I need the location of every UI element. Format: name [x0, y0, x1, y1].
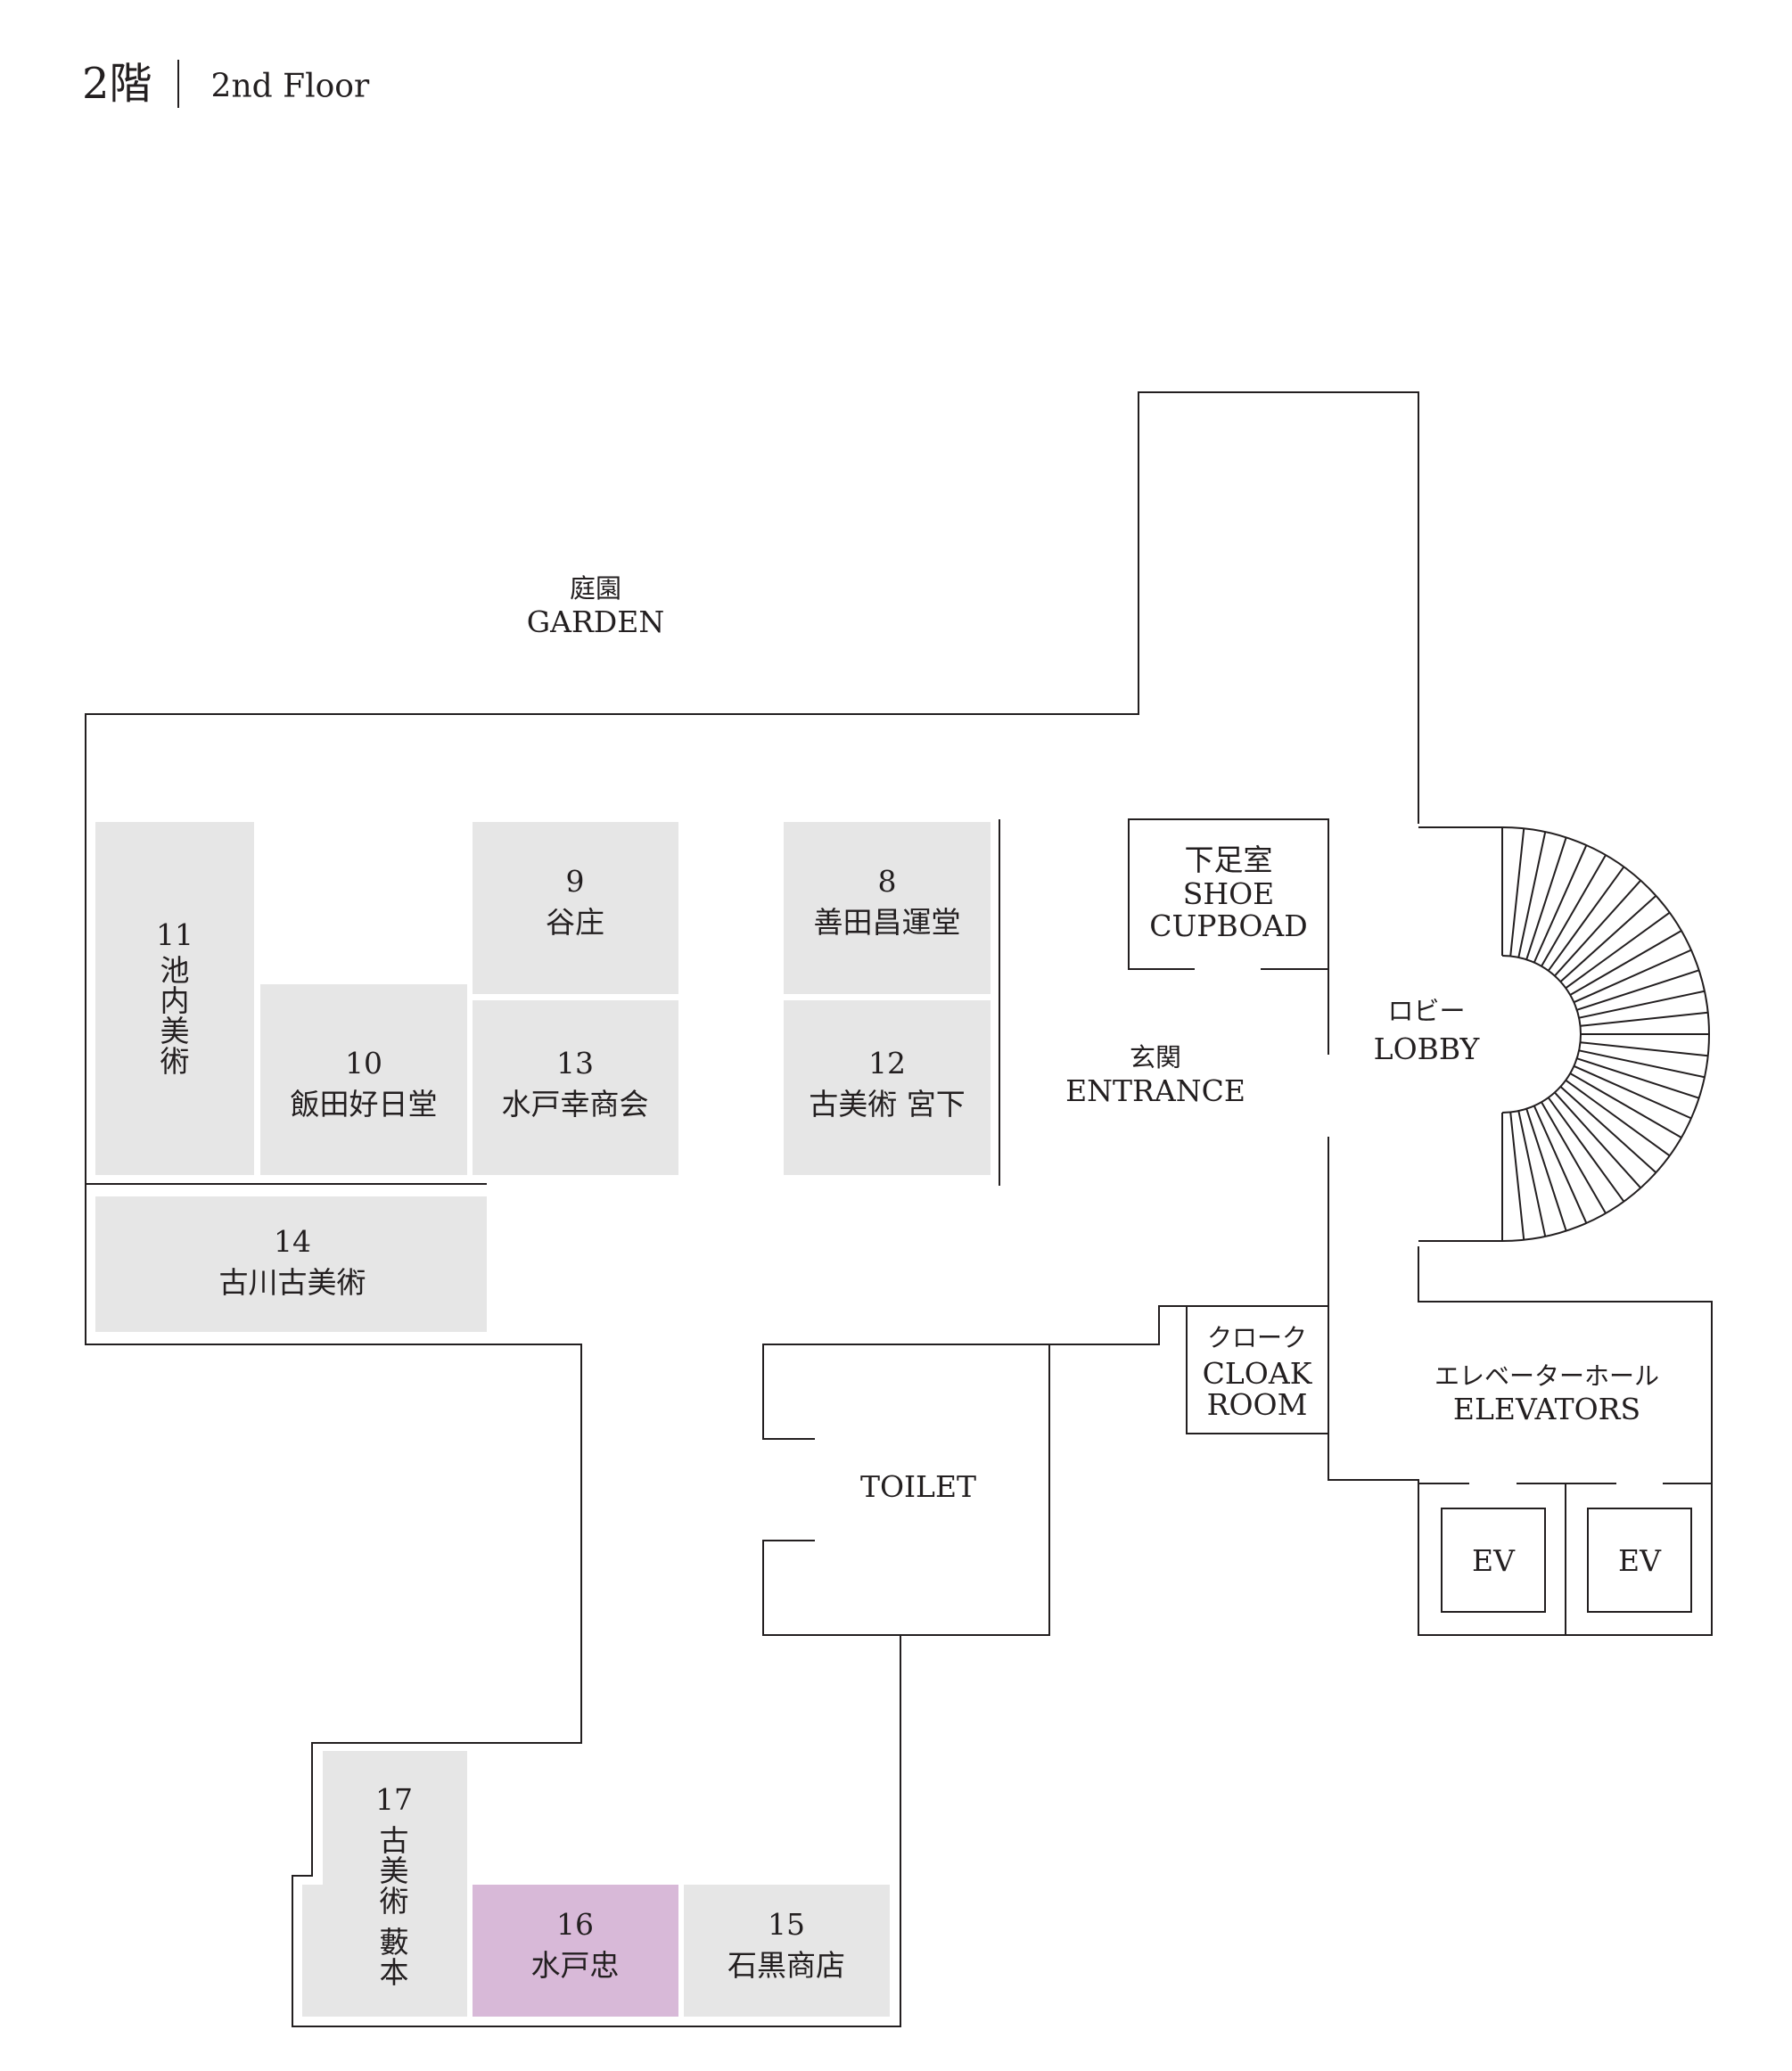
booth-14-name: 古川古美術 [219, 1265, 366, 1300]
elevators-label-jp: エレベーターホール [1434, 1361, 1659, 1391]
toilet-label: TOILET [860, 1469, 976, 1504]
stair-tread [1533, 844, 1588, 964]
cloak-label-jp: クローク [1207, 1323, 1307, 1352]
elevator-2[interactable] [1587, 1508, 1692, 1613]
booth-12-number: 12 [868, 1046, 906, 1081]
booth-15-name: 石黒商店 [727, 1948, 845, 1983]
booth-9-name: 谷庄 [546, 905, 604, 940]
stair-tread [1573, 1064, 1692, 1120]
stair-tread [1580, 1011, 1708, 1027]
stair-tread [1541, 854, 1607, 967]
booth-17-name-char: 美 [380, 1853, 409, 1888]
shoe-label-en2: CUPBOAD [1149, 908, 1307, 943]
booth-12[interactable]: 12 古美術 宮下 [784, 1000, 991, 1175]
stair-tread [1559, 1086, 1657, 1173]
booth-17-name-char: 古 [380, 1823, 409, 1858]
stair-tread [1517, 831, 1547, 958]
booth-16[interactable]: 16 水戸忠 [473, 1885, 678, 2017]
booth-13-number: 13 [556, 1046, 594, 1081]
elevator-1-label: EV [1472, 1543, 1516, 1578]
elevators-label-en: ELEVATORS [1453, 1392, 1640, 1426]
booth-13-name: 水戸幸商会 [502, 1087, 649, 1122]
garden-label-jp: 庭園 [570, 573, 621, 604]
garden-label-en: GARDEN [527, 604, 664, 639]
booth-8[interactable]: 8 善田昌運堂 [784, 822, 991, 994]
stair-tread [1509, 828, 1525, 957]
booth-17-name-char: 本 [380, 1955, 409, 1990]
shoe-label-jp: 下足室 [1185, 842, 1273, 877]
floor-title-en: 2nd Floor [210, 68, 370, 105]
floor-title-jp: 2階 [82, 59, 152, 109]
entrance-label-jp: 玄関 [1130, 1042, 1181, 1072]
booth-17[interactable]: 17 古 美 術 藪 本 [302, 1751, 467, 2017]
stair-tread [1573, 949, 1692, 1004]
staircase [1418, 826, 1710, 1242]
stair-tread [1517, 1110, 1547, 1237]
lobby-walls [1328, 392, 1419, 1434]
booth-17-name-char: 藪 [380, 1925, 409, 1960]
booth-10[interactable]: 10 飯田好日堂 [260, 984, 467, 1175]
booth-16-name: 水戸忠 [531, 1948, 620, 1983]
booth-17-name-char: 術 [380, 1884, 409, 1919]
stair-tread [1559, 895, 1657, 982]
booth-11-number: 11 [156, 917, 193, 952]
elevator-2-label: EV [1618, 1543, 1662, 1578]
booth-14[interactable]: 14 古川古美術 [95, 1196, 487, 1332]
stair-tread [1554, 879, 1641, 977]
lobby-label-en: LOBBY [1374, 1031, 1481, 1066]
booth-9-number: 9 [566, 864, 585, 899]
cloak-room: クローク CLOAK ROOM [1187, 1305, 1328, 1422]
cloak-label-en2: ROOM [1207, 1387, 1308, 1422]
booth-9[interactable]: 9 谷庄 [473, 822, 678, 994]
stair-tread [1541, 1101, 1607, 1214]
entrance-label-en: ENTRANCE [1065, 1073, 1245, 1108]
stair-tread [1578, 1049, 1706, 1079]
booth-8-number: 8 [878, 864, 897, 899]
stair-tread [1576, 969, 1699, 1011]
stair-tread [1569, 1072, 1682, 1138]
stair-tread [1569, 930, 1682, 996]
booth-11-name-char: 池 [160, 953, 190, 988]
booth-11-name-char: 内 [160, 983, 190, 1018]
stair-tread [1509, 1112, 1525, 1240]
cloak-label-en1: CLOAK [1203, 1356, 1313, 1391]
stair-tread [1576, 1057, 1699, 1099]
booth-8-name: 善田昌運堂 [814, 905, 961, 940]
stair-tread [1578, 990, 1706, 1019]
booth-14-number: 14 [274, 1224, 311, 1259]
elevator-1[interactable] [1441, 1508, 1546, 1613]
booth-11-name-char: 術 [160, 1044, 190, 1079]
booth-11[interactable]: 11 池 内 美 術 [95, 822, 254, 1175]
stair-tread [1565, 911, 1671, 990]
elevator-hall: EV EV エレベーターホール ELEVATORS [1418, 1361, 1712, 1635]
stair-tread [1547, 866, 1625, 972]
stair-tread [1533, 1105, 1588, 1224]
stair-tread [1525, 837, 1567, 960]
booth-16-number: 16 [556, 1907, 594, 1942]
outer-walls [85, 391, 1713, 2027]
floor-title: 2階 2nd Floor [82, 59, 370, 111]
lobby-label-jp: ロビー [1387, 996, 1465, 1026]
booth-15[interactable]: 15 石黒商店 [684, 1885, 890, 2017]
booth-13[interactable]: 13 水戸幸商会 [473, 1000, 678, 1175]
booth-12-name: 古美術 宮下 [809, 1087, 966, 1122]
shoe-cupboard: 下足室 SHOE CUPBOAD [1128, 818, 1329, 970]
booth-11-name-char: 美 [160, 1014, 190, 1048]
booth-17-number: 17 [375, 1782, 413, 1817]
stair-tread [1565, 1079, 1671, 1157]
shoe-label-en1: SHOE [1183, 876, 1275, 911]
stair-tread [1547, 1097, 1625, 1203]
booth-15-number: 15 [768, 1907, 805, 1942]
stair-tread [1525, 1108, 1567, 1231]
stair-tread [1580, 1041, 1708, 1057]
title-divider [177, 59, 179, 108]
toilet-room: TOILET [762, 1344, 1050, 1636]
booth-10-name: 飯田好日堂 [291, 1087, 438, 1122]
booth-10-number: 10 [345, 1046, 382, 1081]
stair-tread [1554, 1091, 1641, 1189]
